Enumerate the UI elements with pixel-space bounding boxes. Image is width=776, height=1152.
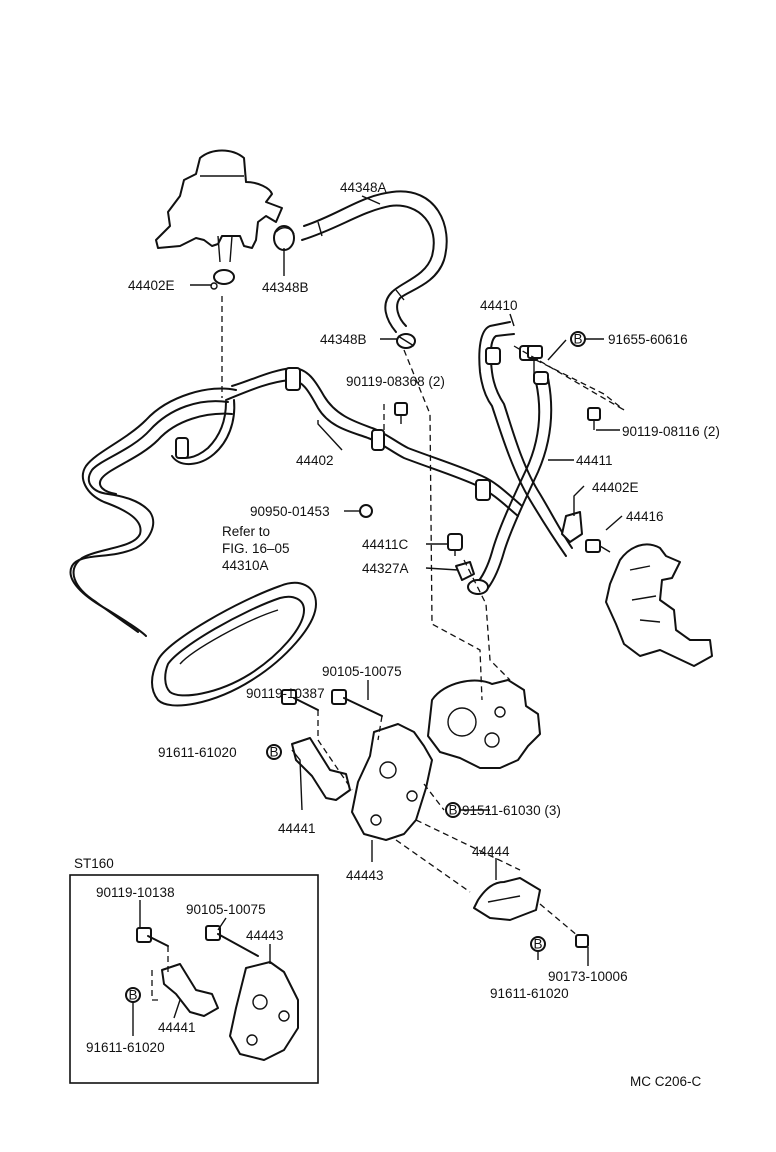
svg-text:B: B (574, 332, 583, 347)
small-bolt-right (587, 407, 601, 430)
label-90119-08368: 90119-08368 (2) (346, 374, 445, 389)
return-pipe (69, 367, 523, 637)
label-44348B-mid: 44348B (320, 332, 367, 347)
svg-text:B: B (270, 745, 279, 760)
bracket-44444 (473, 877, 541, 921)
return-hose (301, 190, 448, 333)
label-diagram-code: MC C206-C (630, 1074, 702, 1089)
label-st160: ST160 (74, 856, 114, 871)
inset-bolt-90105 (205, 925, 259, 957)
label-44411: 44411 (576, 453, 613, 468)
steering-gear (605, 543, 713, 667)
pressure-hose (467, 321, 573, 595)
hose-clamp-upper (273, 225, 295, 251)
label-44402E-top: 44402E (128, 278, 175, 293)
label-44411C: 44411C (362, 537, 409, 552)
label-90105-10075: 90105-10075 (322, 664, 402, 679)
label-44348B-top: 44348B (262, 280, 309, 295)
bolt-90105-10075 (331, 689, 383, 717)
bracket-44443 (351, 723, 433, 841)
label-44348A: 44348A (340, 180, 387, 195)
label-inset-90105-10075: 90105-10075 (186, 902, 266, 917)
bolt-marker-91511: B (445, 802, 461, 818)
bolt-marker-91611-inset: B (125, 987, 141, 1003)
part-labels: 44348A 44402E 44348B 44348B 44410 91655-… (74, 180, 720, 1089)
svg-text:B: B (129, 988, 138, 1003)
hose-clamp-lower (396, 333, 416, 349)
label-91511-61030: 91511-61030 (3) (462, 803, 561, 818)
label-44402E-mid: 44402E (592, 480, 639, 495)
label-44444: 44444 (472, 844, 510, 859)
inset-bracket-44443 (229, 961, 299, 1061)
bolt-marker-91611-bottom: B (530, 936, 546, 952)
small-bolt-upper (394, 402, 408, 424)
svg-text:B: B (534, 937, 543, 952)
bolt-marker-91655: B (570, 331, 586, 347)
vane-pump (427, 679, 541, 769)
grommet (359, 504, 373, 518)
bolt-marker-91611-left: B (266, 744, 282, 760)
reservoir-tank (155, 149, 283, 290)
hose-clamp-44327A (455, 561, 475, 581)
label-91655-60616: 91655-60616 (608, 332, 688, 347)
label-inset-90119-10138: 90119-10138 (96, 885, 175, 900)
label-44443: 44443 (346, 868, 384, 883)
label-91611-61020-left: 91611-61020 (158, 745, 237, 760)
bolt-44416 (585, 539, 611, 553)
bracket-44441 (291, 737, 351, 801)
label-inset-44441: 44441 (158, 1020, 196, 1035)
assembly-lines (221, 296, 625, 937)
label-90950-01453: 90950-01453 (250, 504, 330, 519)
hose-clamp-44411C (447, 533, 463, 556)
inset-bracket-44441 (161, 963, 219, 1017)
svg-text:B: B (449, 803, 458, 818)
label-44441: 44441 (278, 821, 316, 836)
label-90119-08116: 90119-08116 (2) (622, 424, 720, 439)
label-44327A: 44327A (362, 561, 409, 576)
label-inset-44443: 44443 (246, 928, 284, 943)
label-44402: 44402 (296, 453, 334, 468)
label-90119-10387: 90119-10387 (246, 686, 325, 701)
label-44416: 44416 (626, 509, 664, 524)
nut-90173 (575, 934, 589, 948)
label-91611-61020-bottom: 91611-61020 (490, 986, 569, 1001)
label-90173-10006: 90173-10006 (548, 969, 628, 984)
label-refer-to: Refer to (222, 524, 270, 539)
leader-lines (190, 195, 623, 966)
label-44310A: 44310A (222, 558, 269, 573)
label-44410: 44410 (480, 298, 518, 313)
inset-bolt-90119 (136, 927, 169, 947)
pipe-clamp-lower (561, 511, 583, 543)
drive-belt (151, 581, 317, 707)
bolt-90119-10387 (281, 689, 319, 711)
label-inset-91611-61020: 91611-61020 (86, 1040, 165, 1055)
label-fig-16-05: FIG. 16–05 (222, 541, 290, 556)
st160-inset (69, 874, 319, 1084)
